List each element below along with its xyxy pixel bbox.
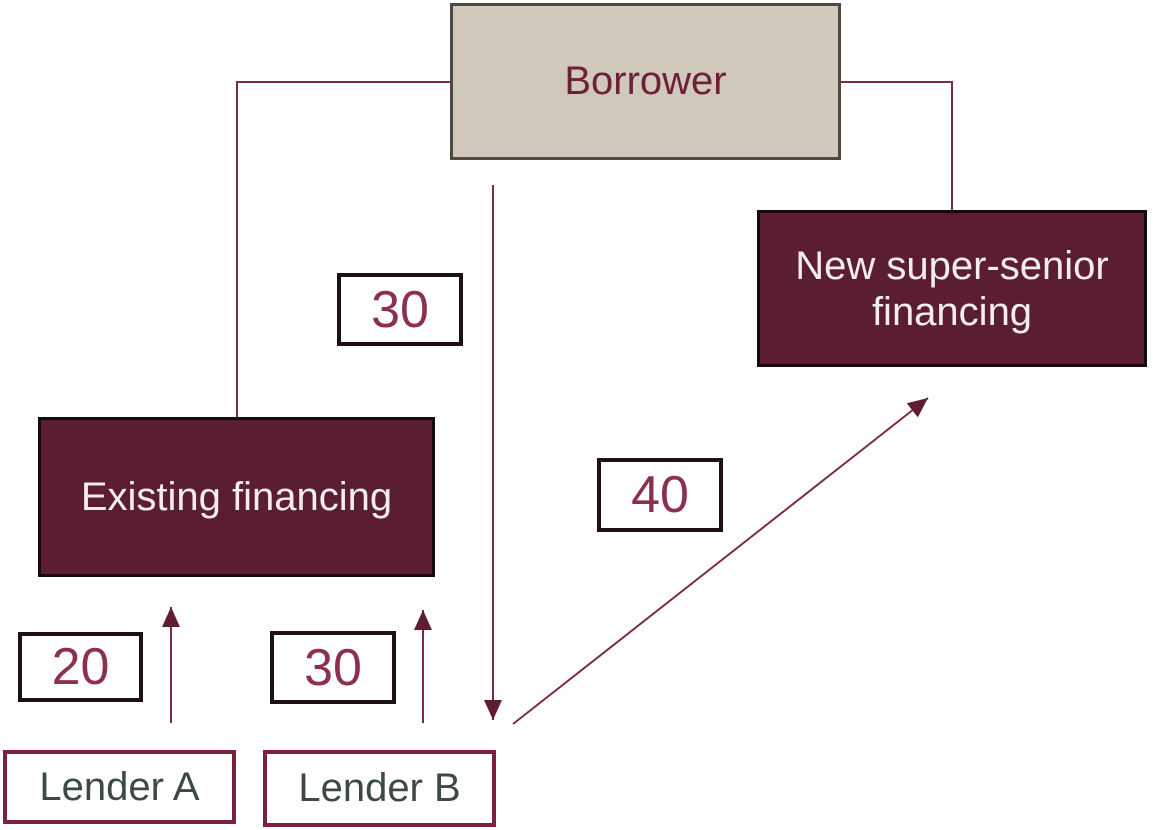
- amount-value: 20: [51, 638, 110, 696]
- lender-a-label: Lender A: [39, 764, 200, 809]
- existing-financing-node: Existing financing: [38, 417, 435, 577]
- amount-label-lender-b: 30: [270, 631, 396, 704]
- arrow-diagonal-to-new-super-senior-icon: [512, 397, 929, 725]
- lender-a-node: Lender A: [3, 750, 236, 824]
- borrower-node: Borrower: [450, 3, 841, 160]
- amount-value: 40: [631, 466, 689, 524]
- amount-value: 30: [371, 280, 429, 339]
- amount-label-lender-a: 20: [18, 632, 143, 702]
- connector-borrower-to-existing: [236, 81, 450, 417]
- connector-borrower-to-new-super-senior: [840, 81, 953, 210]
- amount-label-borrower-down: 30: [337, 273, 463, 346]
- new-super-senior-financing-label: New super-senior financing: [795, 243, 1109, 334]
- lender-b-label: Lender B: [298, 766, 461, 810]
- amount-label-new-super-senior: 40: [597, 458, 723, 532]
- lender-b-node: Lender B: [263, 750, 496, 827]
- existing-financing-label: Existing financing: [80, 475, 393, 519]
- amount-value: 30: [304, 638, 362, 697]
- new-super-senior-financing-node: New super-senior financing: [757, 210, 1147, 367]
- borrower-label: Borrower: [564, 59, 727, 103]
